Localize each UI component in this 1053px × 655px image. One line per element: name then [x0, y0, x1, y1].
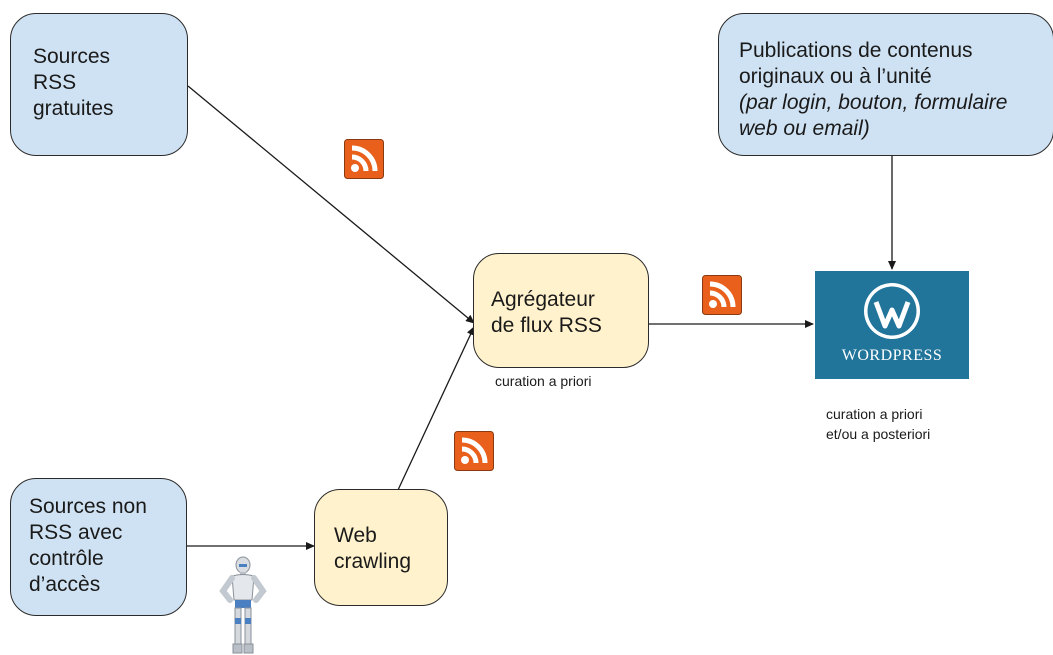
caption-line: curation a priori	[826, 406, 923, 422]
rss-icon	[454, 431, 494, 471]
node-sources-non-rss: Sources non RSS avec contrôle d’accès	[10, 478, 187, 616]
node-line: RSS avec	[29, 521, 123, 544]
rss-icon	[702, 275, 742, 315]
aggregator-caption: curation a priori	[495, 373, 592, 389]
caption-line: et/ou a posteriori	[826, 426, 931, 442]
node-line-italic: web ou email)	[739, 117, 870, 140]
node-line: Publications de contenus	[739, 39, 973, 62]
node-line: contrôle	[29, 547, 104, 570]
wordpress-logo: WORDPRESS	[815, 271, 969, 379]
node-line: gratuites	[33, 97, 114, 120]
wordpress-wordmark: WORDPRESS	[841, 347, 943, 364]
node-aggregateur: Agrégateur de flux RSS	[473, 253, 649, 368]
rss-icon	[344, 139, 384, 179]
edge-crawling-to-aggregator	[397, 326, 475, 491]
node-sources-rss-gratuites: Sources RSS gratuites	[10, 13, 188, 156]
node-line-italic: (par login, bouton, formulaire	[739, 91, 1008, 114]
wordpress-logo-icon	[864, 283, 920, 339]
node-line: crawling	[334, 550, 412, 573]
node-line: de flux RSS	[491, 314, 602, 337]
node-line: Web	[334, 524, 377, 547]
node-line: RSS	[33, 71, 77, 94]
node-line: Sources non	[29, 495, 147, 518]
edge-sources-rss-to-aggregator	[187, 85, 475, 324]
wordpress-caption: curation a priori et/ou a posteriori	[826, 404, 930, 444]
node-line: d’accès	[29, 573, 101, 596]
node-line: Agrégateur	[491, 288, 595, 311]
node-publications: Publications de contenus originaux ou à …	[718, 13, 1053, 156]
node-web-crawling: Web crawling	[314, 489, 448, 606]
node-line: Sources	[33, 45, 111, 68]
robot-icon	[219, 556, 267, 654]
node-line: originaux ou à l’unité	[739, 65, 932, 88]
